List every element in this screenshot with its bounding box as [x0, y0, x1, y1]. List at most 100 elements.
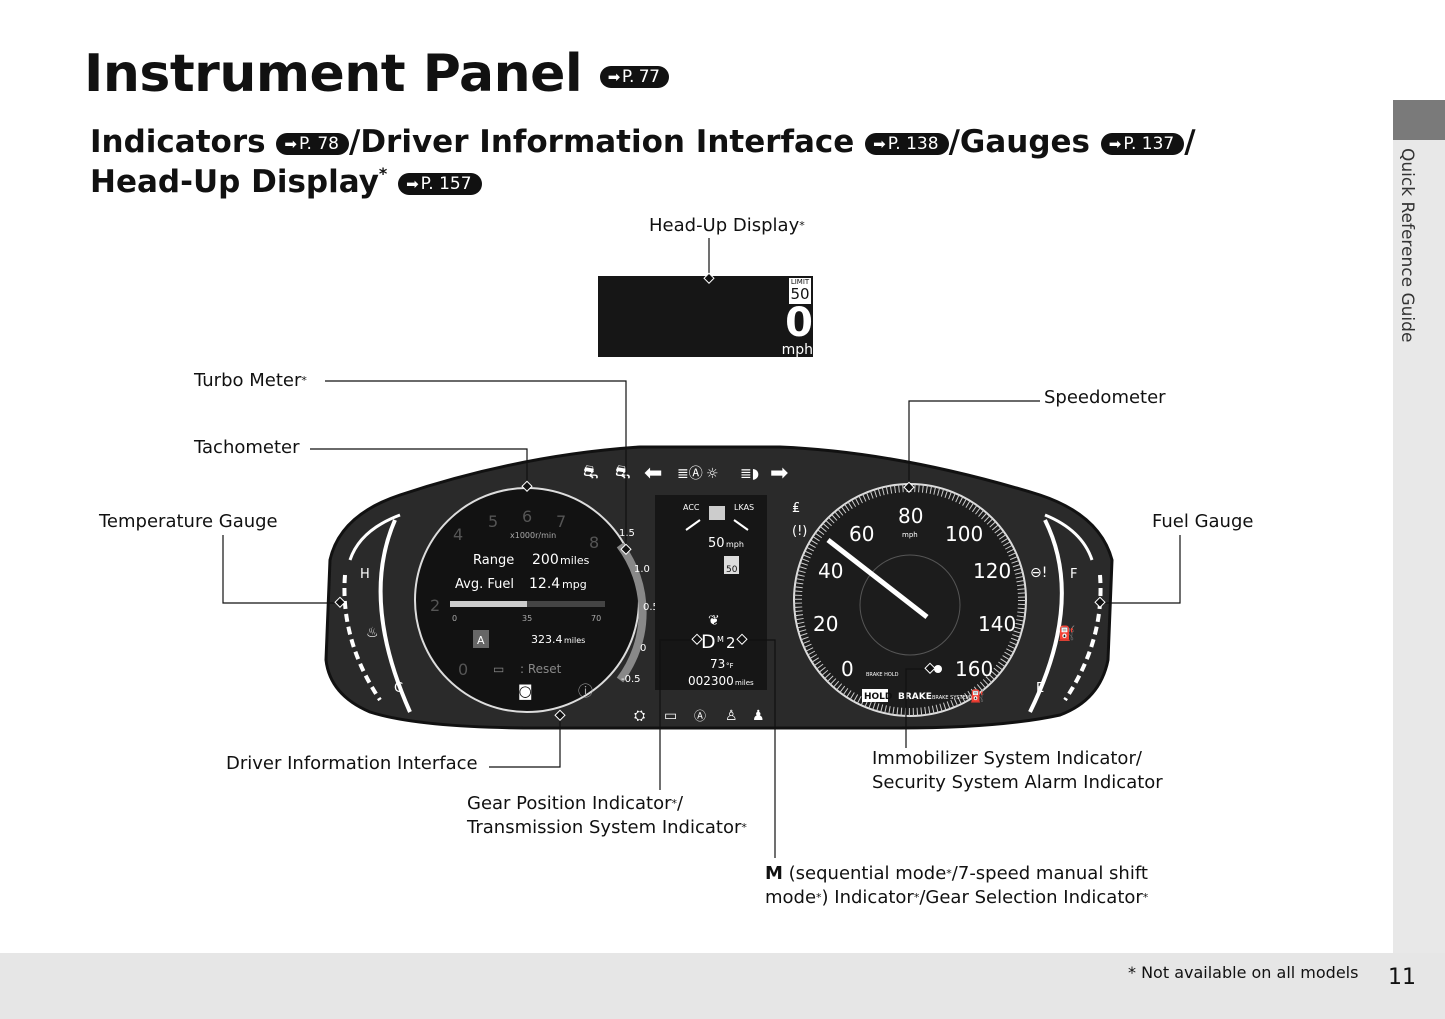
hud-speed: 0	[785, 300, 813, 346]
cluster-shape	[1044, 513, 1094, 561]
cluster-text: 0	[458, 660, 468, 679]
cluster-text: 6	[522, 507, 532, 526]
low-fuel-icon: ⛽	[970, 689, 985, 703]
speedometer	[793, 483, 1027, 717]
callout-gear: Gear Position Indicator*/ Transmission S…	[467, 793, 747, 838]
cluster-text: 4	[453, 525, 463, 544]
range-label: Range	[473, 553, 514, 568]
turn-left-icon: ⬅	[644, 461, 662, 486]
cluster-text: °F	[726, 662, 734, 670]
sidebar-strip	[1393, 100, 1445, 953]
cluster-shape	[924, 662, 936, 674]
hold-indicator: HOLD	[864, 692, 892, 702]
cluster-text: mph	[726, 540, 744, 549]
page-ref-link[interactable]: ➡P. 77	[599, 66, 670, 88]
vsa-off-icon: ⛐	[615, 462, 631, 483]
cluster-text: -0.5	[621, 674, 641, 685]
cluster-text: miles	[735, 679, 754, 687]
fog-light-icon: ₤	[792, 501, 800, 516]
callout-tachometer: Tachometer	[194, 437, 300, 458]
steering-button-icon: ▭	[493, 662, 504, 676]
fuel-economy-fill	[450, 601, 527, 607]
cluster-shape	[1028, 519, 1064, 713]
speed-numbers: 0 20 40 60 80 100 120 140 160	[813, 504, 1016, 681]
speed-needle	[826, 538, 929, 619]
fuel-economy-bar	[450, 601, 605, 607]
cluster-shape	[1094, 596, 1106, 608]
speed-limit-sign: LIMIT 50	[789, 278, 811, 304]
indicator-row-top: ⛐ ⛐ ⬅ ≣Ⓐ ☼ ≣◗ ➡	[583, 461, 788, 486]
fuel-value: 12.4	[529, 576, 560, 592]
center-display	[655, 495, 767, 690]
cluster-shape	[794, 484, 1026, 716]
cluster-text: 100	[945, 522, 983, 546]
cluster-text: 1.5	[619, 528, 635, 539]
page-ref-link[interactable]: ➡P. 137	[1100, 132, 1185, 155]
tachometer	[414, 487, 640, 713]
cluster-shape	[325, 380, 627, 550]
security-indicator-light	[934, 665, 942, 673]
page-title: Instrument Panel ➡P. 77	[84, 44, 670, 104]
info-icon: ⓘ	[578, 682, 593, 700]
seat-belt-icon: ♙	[725, 708, 738, 724]
turn-right-icon: ➡	[770, 461, 788, 486]
cluster-text: 50	[726, 565, 738, 575]
set-speed: 50	[708, 536, 725, 551]
cluster-text: 0	[841, 657, 854, 681]
turbo-meter-arc	[616, 542, 647, 683]
lkas-label: LKAS	[734, 503, 754, 512]
srs-airbag-icon: ♟	[752, 708, 765, 724]
cluster-shape	[310, 448, 528, 487]
cluster-text: 7	[556, 512, 566, 531]
page-ref-link[interactable]: ➡P. 138	[865, 132, 949, 155]
cluster-shape	[378, 519, 412, 713]
cluster-text: 0.5	[643, 602, 659, 613]
cluster-text: 2	[430, 596, 440, 615]
brake-system-indicator: BRAKE SYSTEM	[932, 695, 970, 701]
range-unit: miles	[560, 554, 590, 567]
arrow-icon: ➡	[1108, 134, 1122, 153]
fuel-unit: mpg	[562, 578, 587, 591]
footer-band	[0, 953, 1445, 1019]
cluster-text: miles	[564, 636, 585, 645]
section-tab[interactable]	[1393, 100, 1445, 140]
cluster-shape	[554, 709, 566, 721]
brake-hold-indicator: BRAKE HOLD	[866, 672, 899, 678]
cluster-text: 5	[488, 512, 498, 531]
cluster-shape	[905, 668, 930, 748]
hud-unit: mph	[781, 342, 813, 358]
cluster-shape	[1100, 535, 1181, 604]
tpms-icon: (!)	[792, 524, 807, 539]
cluster-housing	[324, 445, 1114, 730]
fuel-f: F	[1070, 567, 1077, 582]
speed-unit: mph	[902, 531, 918, 539]
callout-temperature: Temperature Gauge	[99, 511, 278, 532]
coolant-temp-icon: ♨	[366, 625, 379, 641]
acc-label: ACC	[683, 503, 700, 512]
cluster-text: 60	[849, 522, 874, 546]
tach-numbers: 0 2 4 5 6 7 8	[430, 507, 599, 679]
callout-immobilizer: Immobilizer System Indicator/Security Sy…	[872, 748, 1163, 793]
cluster-text: 80	[898, 504, 923, 528]
section-heading: Indicators ➡P. 78/Driver Information Int…	[90, 124, 1196, 160]
cluster-text: 120	[973, 559, 1011, 583]
cluster-shape	[862, 689, 888, 702]
footnote: * Not available on all models	[1128, 963, 1359, 982]
auto-high-beam-icon: ≣Ⓐ	[677, 466, 703, 482]
odometer: 002300	[688, 674, 734, 688]
callout-fuel: Fuel Gauge	[1152, 511, 1254, 532]
cluster-shape	[489, 716, 561, 768]
high-beam-icon: ≣◗	[740, 466, 759, 482]
page-ref-link[interactable]: ➡P. 157	[398, 172, 482, 195]
cluster-shape	[521, 480, 533, 492]
cluster-shape	[348, 513, 401, 561]
cluster-shape	[222, 535, 340, 604]
arrow-icon: ➡	[607, 68, 621, 86]
range-value: 200	[532, 552, 559, 568]
gear-position: D	[701, 631, 716, 653]
cluster-text: 0	[452, 614, 457, 623]
callout-dii: Driver Information Interface	[226, 753, 478, 774]
gear-mode: M	[717, 635, 724, 644]
cluster-shape	[685, 519, 749, 531]
page-ref-link[interactable]: ➡P. 78	[276, 132, 349, 155]
